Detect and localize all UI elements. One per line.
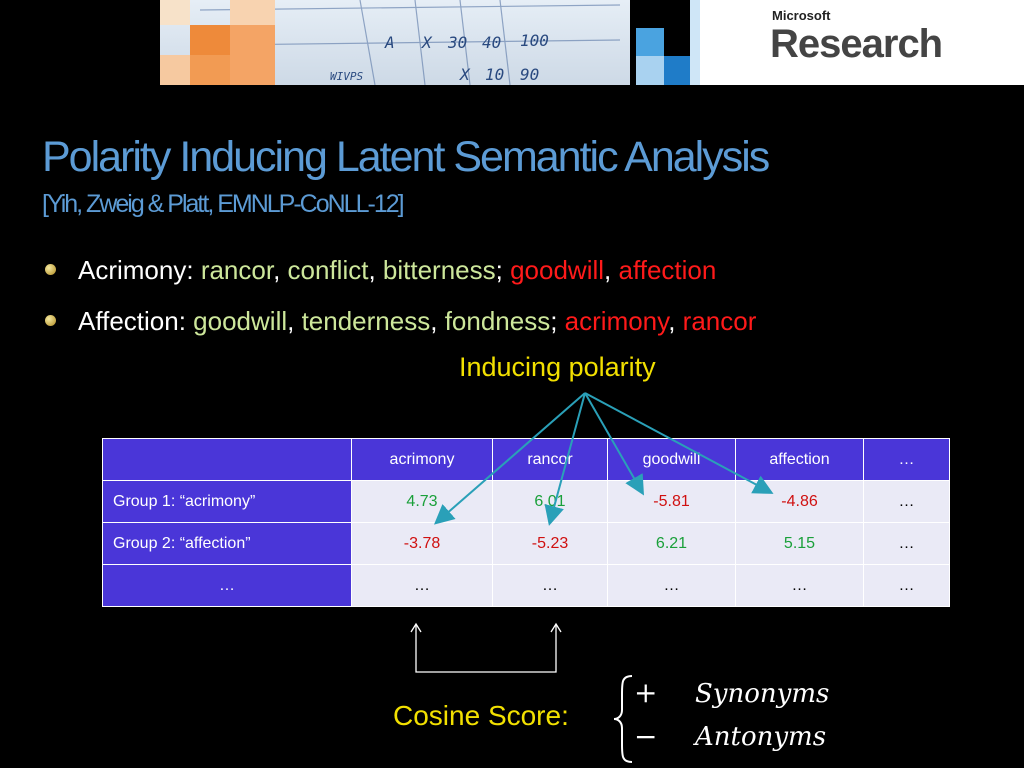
sketch-text-100: 100 (520, 31, 549, 50)
sketch-drawing: A X 30 40 100 X 10 90 WIVPS (199, 0, 621, 85)
score-cell: -4.86 (735, 480, 864, 523)
bullet-head: Acrimony: (78, 255, 194, 285)
bullet-head: Affection: (78, 306, 186, 336)
column-header: … (863, 438, 950, 481)
antonym-word: goodwill (510, 255, 605, 285)
decor-square (636, 28, 664, 56)
bullet-affection: Affection: goodwill, tenderness, fondnes… (45, 306, 756, 337)
score-cell: 4.73 (351, 480, 493, 523)
curly-brace-icon (613, 675, 633, 763)
table-row: Group 1: “acrimony” 4.73 6.01 -5.81 -4.8… (102, 480, 950, 523)
bullet-acrimony: Acrimony: rancor, conflict, bitterness; … (45, 255, 716, 286)
decor-square (636, 56, 664, 85)
cosine-bracket-arrowhead (410, 622, 422, 633)
score-table: acrimony rancor goodwill affection … Gro… (102, 438, 950, 607)
sketch-text-40: 40 (482, 33, 501, 52)
sketch-text-30: 30 (447, 33, 467, 52)
row-label: … (102, 564, 352, 607)
cosine-score-label: Cosine Score: (393, 700, 569, 731)
synonym-word: bitterness (382, 255, 496, 285)
synonyms-label: Synonyms (695, 679, 830, 709)
sketch-text-a: A (384, 33, 395, 52)
synonym-word: tenderness (301, 306, 431, 336)
score-cell: -3.78 (351, 522, 493, 565)
synonym-word: rancor (200, 255, 274, 285)
decor-square (230, 0, 275, 25)
score-cell: … (863, 480, 950, 523)
score-cell: … (863, 564, 950, 607)
column-header: rancor (492, 438, 608, 481)
decor-square (664, 56, 694, 85)
synonym-word: conflict (287, 255, 369, 285)
logo-research-text: Research (770, 22, 943, 66)
row-label: Group 1: “acrimony” (102, 480, 352, 523)
score-cell: 6.01 (492, 480, 608, 523)
score-cell: … (492, 564, 608, 607)
bullet-icon (45, 263, 56, 275)
slide-subtitle: [Yih, Zweig & Platt, EMNLP-CoNLL-12] (42, 190, 405, 218)
microsoft-research-logo (700, 0, 1024, 85)
logo-microsoft-text: Microsoft (772, 8, 831, 23)
decor-square (160, 0, 190, 25)
table-header-row: acrimony rancor goodwill affection … (102, 438, 950, 481)
synonym-word: fondness (444, 306, 551, 336)
score-cell: 5.15 (735, 522, 864, 565)
sketch-text-x1: X (421, 33, 433, 52)
sketch-text-90: 90 (520, 65, 539, 84)
minus-sign: − (634, 720, 658, 753)
plus-sign: + (634, 676, 658, 709)
cosine-bracket (415, 625, 557, 673)
slide-title: Polarity Inducing Latent Semantic Analys… (42, 133, 770, 181)
decor-square (190, 55, 230, 85)
table-row: … … … … … … (102, 564, 950, 607)
score-cell: -5.23 (492, 522, 608, 565)
inducing-polarity-label: Inducing polarity (459, 352, 656, 382)
row-label: Group 2: “affection” (102, 522, 352, 565)
antonym-word: affection (618, 255, 717, 285)
decor-square (160, 55, 190, 85)
column-header: acrimony (351, 438, 493, 481)
synonym-word: goodwill (193, 306, 288, 336)
score-cell: … (863, 522, 950, 565)
antonym-word: rancor (682, 306, 757, 336)
score-cell: … (607, 564, 736, 607)
decor-square (230, 25, 275, 85)
decor-square (190, 25, 230, 55)
score-cell: … (351, 564, 493, 607)
bullet-icon (45, 314, 56, 326)
antonyms-label: Antonyms (695, 722, 827, 752)
antonym-word: acrimony (564, 306, 669, 336)
cosine-bracket-arrowhead (550, 622, 562, 633)
score-cell: 6.21 (607, 522, 736, 565)
sketch-text-10: 10 (485, 65, 504, 84)
column-header: goodwill (607, 438, 736, 481)
score-cell: … (735, 564, 864, 607)
column-header: affection (735, 438, 864, 481)
table-row: Group 2: “affection” -3.78 -5.23 6.21 5.… (102, 522, 950, 565)
table-corner-cell (102, 438, 352, 481)
slide-header: A X 30 40 100 X 10 90 WIVPS Microsoft Re… (0, 0, 1024, 112)
sketch-text-x2: X (459, 65, 471, 84)
sketch-text-wivps: WIVPS (330, 70, 363, 83)
score-cell: -5.81 (607, 480, 736, 523)
decor-square (690, 0, 700, 85)
